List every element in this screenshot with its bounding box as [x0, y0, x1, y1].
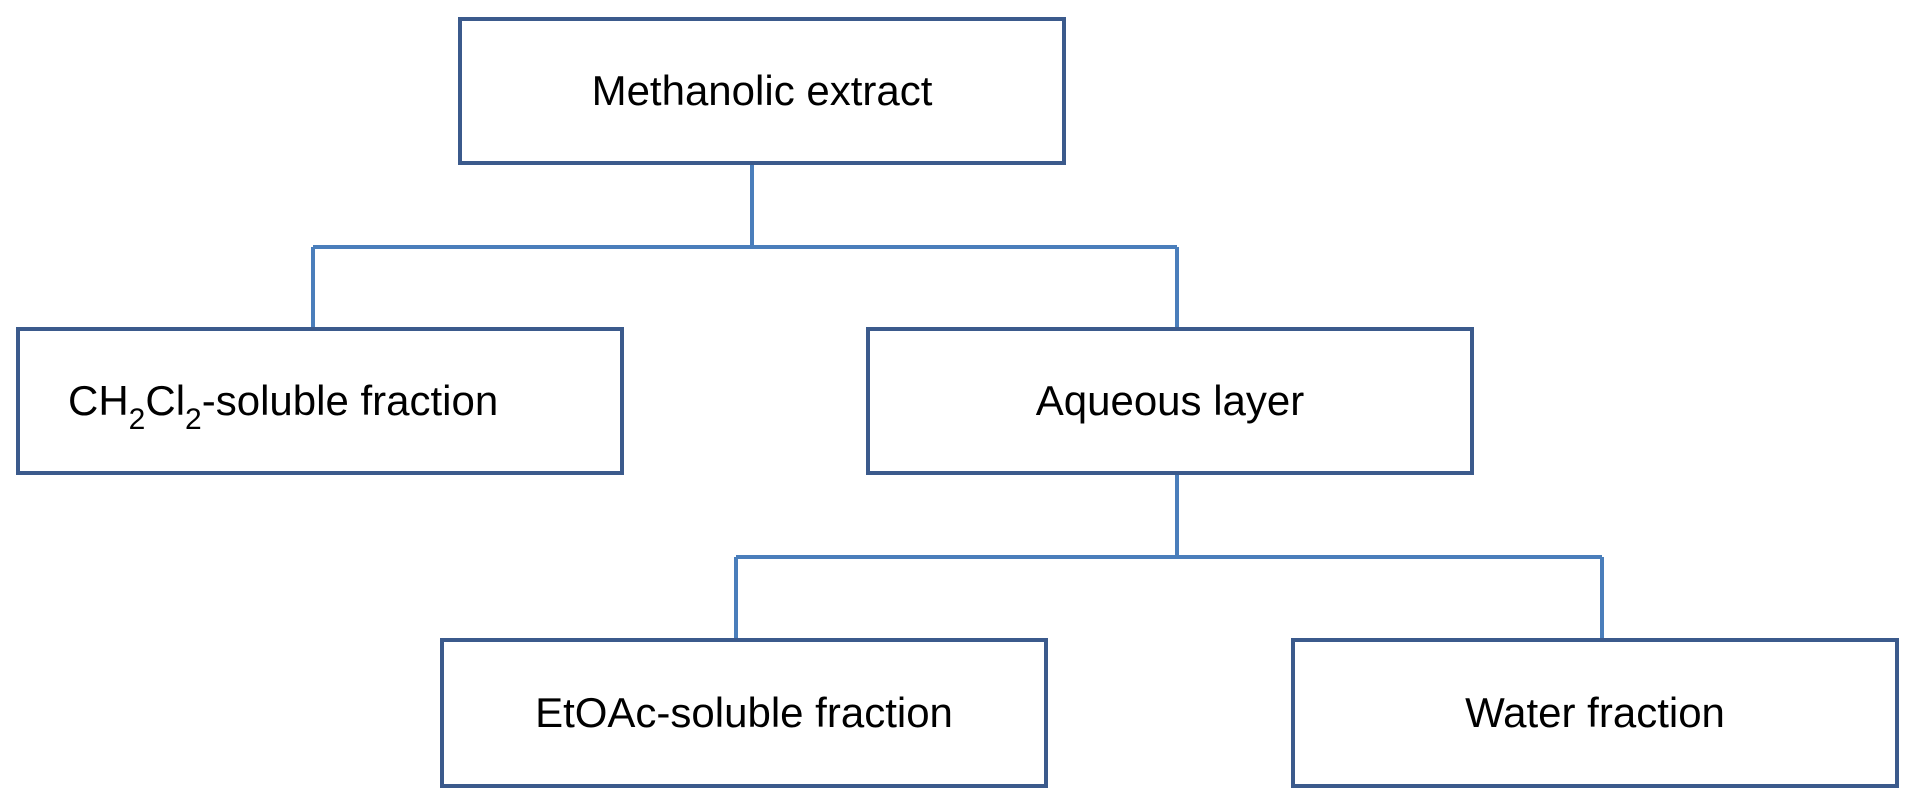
- node-label: CH2Cl2-soluble fraction: [68, 377, 499, 435]
- subscript: 2: [128, 403, 146, 436]
- node-label: Methanolic extract: [591, 67, 933, 114]
- node-ch2cl2-soluble-fraction: CH2Cl2-soluble fraction: [16, 327, 624, 475]
- node-methanolic-extract: Methanolic extract: [458, 17, 1066, 165]
- subscript: 2: [185, 403, 202, 436]
- node-label: EtOAc-soluble fraction: [535, 689, 953, 736]
- formula-part: Cl: [145, 377, 186, 424]
- node-label: Aqueous layer: [1035, 377, 1305, 424]
- formula-part: -soluble fraction: [201, 377, 499, 424]
- node-water-fraction: Water fraction: [1291, 638, 1899, 788]
- formula-part: CH: [68, 377, 129, 424]
- node-etoac-soluble-fraction: EtOAc-soluble fraction: [440, 638, 1048, 788]
- node-aqueous-layer: Aqueous layer: [866, 327, 1474, 475]
- node-label: Water fraction: [1465, 689, 1725, 736]
